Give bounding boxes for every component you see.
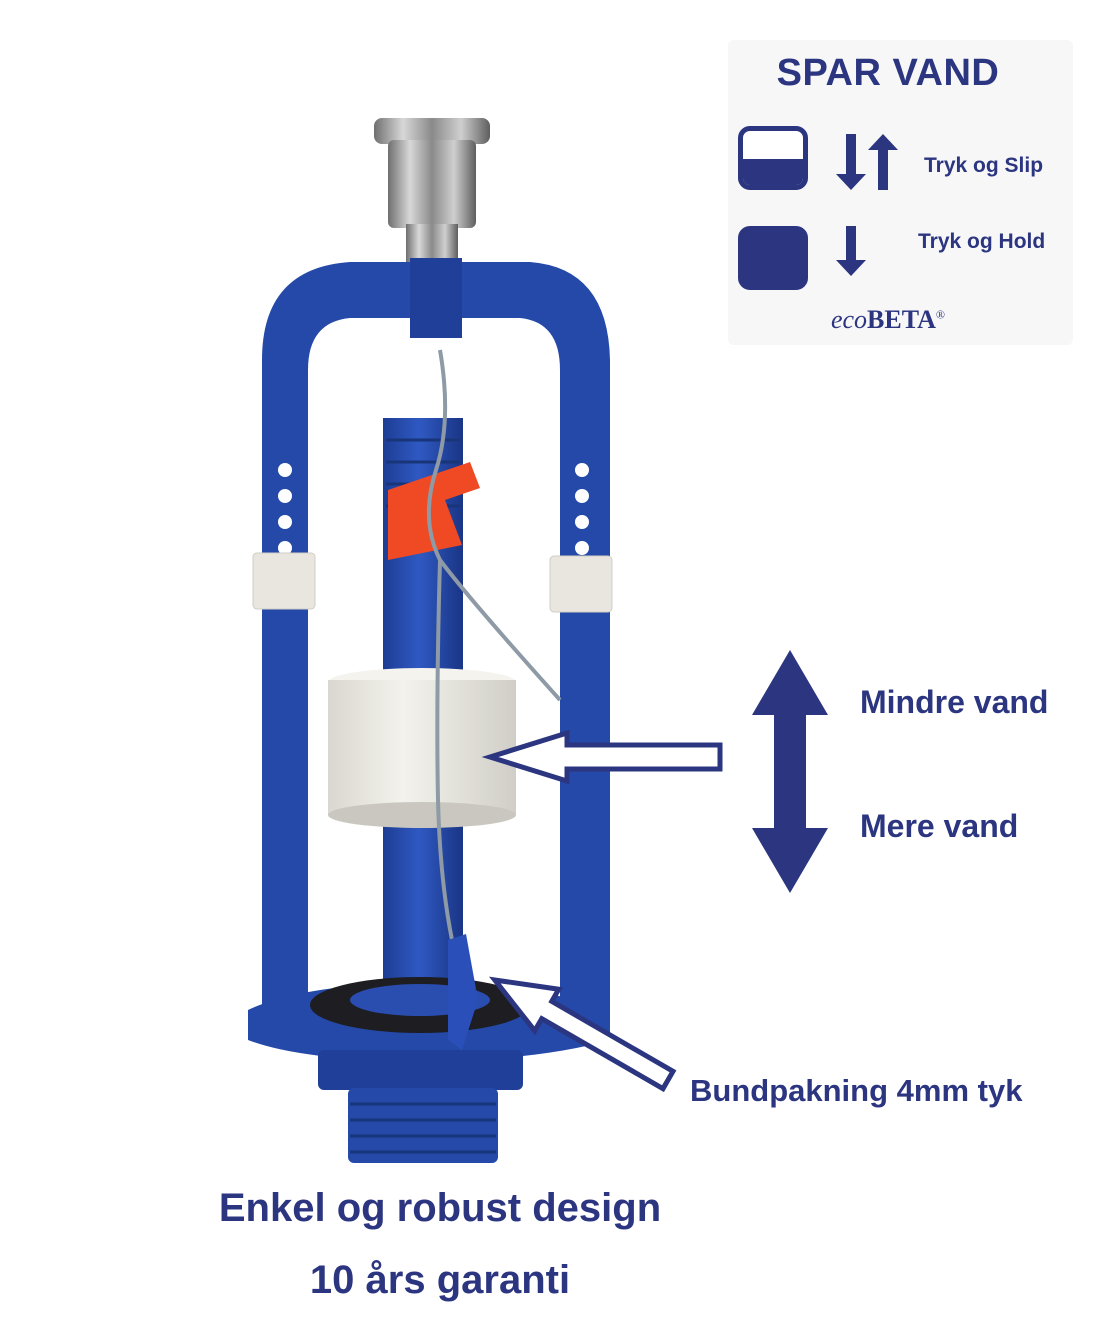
more-water-label: Mere vand — [860, 808, 1019, 844]
up-down-arrow — [752, 650, 828, 893]
float — [328, 668, 516, 828]
footer-line-1: Enkel og robust design — [218, 1186, 662, 1230]
brand-name: BETA — [867, 305, 936, 334]
frame-sleeve-right — [549, 555, 613, 613]
float-callout-arrow — [481, 729, 723, 785]
push-button — [374, 118, 490, 264]
frame-sleeve-left — [252, 552, 316, 610]
down-arrow-icon — [836, 226, 866, 276]
half-tank-icon — [738, 126, 808, 190]
less-water-label: Mindre vand — [860, 684, 1049, 720]
water-saving-card: SPAR VAND Tryk og Slip Tryk og Hold ecoB… — [728, 40, 1073, 345]
footer-line-2: 10 års garanti — [309, 1258, 571, 1302]
frame — [262, 258, 610, 1010]
brand-logo: ecoBETA® — [728, 305, 1048, 335]
brand-eco: eco — [830, 305, 868, 334]
pull-cord — [426, 349, 562, 941]
adjustment-clip — [388, 462, 480, 560]
card-title: SPAR VAND — [776, 52, 1000, 94]
card-row-label-hold: Tryk og Hold — [918, 230, 1046, 253]
gasket-label: Bundpakning 4mm tyk — [690, 1073, 1023, 1108]
card-row-label-release: Tryk og Slip — [924, 154, 1044, 177]
up-down-arrows-icon — [836, 134, 898, 190]
gasket-callout-arrow — [488, 976, 677, 1093]
brand-mark: ® — [935, 307, 946, 322]
full-tank-icon — [738, 226, 808, 290]
